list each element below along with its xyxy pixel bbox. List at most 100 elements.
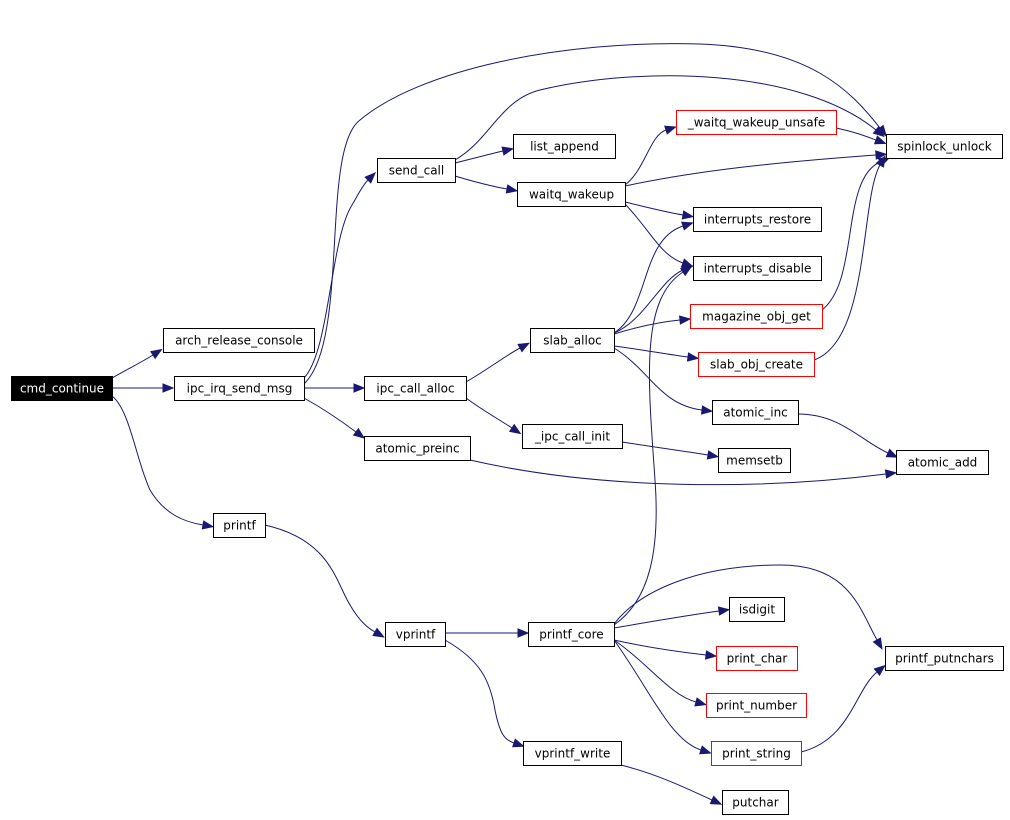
node-label: print_number	[716, 699, 797, 713]
arrowhead	[364, 171, 377, 184]
edges-layer	[111, 43, 899, 805]
arrowhead	[517, 628, 530, 638]
edge-line	[613, 639, 707, 656]
node-ipc-call-alloc[interactable]: ipc_call_alloc	[364, 376, 467, 401]
node-label: atomic_preinc	[375, 442, 459, 456]
nodes-layer: cmd_continue arch_release_console ipc_irq_…	[11, 110, 1004, 815]
edge-magazine_obj_get-to-spinlock_unlock	[821, 157, 891, 311]
edge-waitq_wakeup-to-interrupts_restore	[624, 201, 695, 220]
node--ipc-call-init[interactable]: _ipc_call_init	[522, 424, 623, 449]
edge-line	[624, 201, 684, 216]
node-box	[11, 376, 113, 401]
node-printf-core[interactable]: printf_core	[528, 622, 615, 647]
node-box	[523, 741, 622, 766]
arrowhead	[694, 697, 707, 707]
arrowhead	[353, 383, 366, 393]
node-arch-release-console[interactable]: arch_release_console	[163, 328, 315, 353]
edge-line	[264, 524, 376, 633]
node-slab-obj-create[interactable]: slab_obj_create	[698, 352, 815, 377]
arrowhead	[501, 146, 515, 156]
node-box	[706, 693, 807, 718]
edge-printf_core-to-print_char	[613, 639, 718, 660]
edge-vprintf-to-printf_core	[445, 628, 530, 638]
arrowhead	[679, 315, 692, 325]
edge-line	[613, 271, 684, 626]
node-label: atomic_add	[908, 456, 978, 470]
edge-line	[813, 164, 881, 361]
edge-vprintf_write-to-putchar	[620, 764, 723, 805]
edge-slab_alloc-to-magazine_obj_get	[613, 315, 692, 335]
edge-slab_alloc-to-interrupts_restore	[613, 221, 694, 334]
edge-line	[444, 639, 515, 744]
node-box	[712, 400, 799, 425]
node-box	[522, 424, 623, 449]
node-print-char[interactable]: print_char	[716, 646, 798, 671]
edge-waitq_wakeup-to-interrupts_disable	[624, 203, 694, 268]
node-interrupts-disable[interactable]: interrupts_disable	[693, 256, 822, 281]
node-box	[517, 182, 626, 207]
node-putchar[interactable]: putchar	[722, 790, 789, 815]
node-print-number[interactable]: print_number	[706, 693, 807, 718]
arrowhead	[372, 627, 385, 638]
node-vprintf[interactable]: vprintf	[385, 622, 446, 647]
edge-cmd_continue-to-printf	[111, 395, 215, 530]
arrowhead	[201, 520, 215, 530]
edge-line	[821, 161, 881, 311]
node-printf-putnchars[interactable]: printf_putnchars	[885, 646, 1004, 671]
node-box	[885, 646, 1004, 671]
node-label: printf_putnchars	[895, 652, 994, 666]
arrowhead	[875, 150, 888, 160]
node-ipc-irq-send-msg[interactable]: ipc_irq_send_msg	[174, 376, 305, 401]
node-label: waitq_wakeup	[529, 188, 614, 202]
arrowhead	[699, 745, 712, 755]
node-box	[528, 622, 615, 647]
node-magazine-obj-get[interactable]: magazine_obj_get	[690, 304, 823, 329]
edge-line	[613, 639, 702, 751]
edge-slab_alloc-to-slab_obj_create	[613, 345, 700, 362]
arrowhead	[700, 405, 714, 415]
node-spinlock-unlock[interactable]: spinlock_unlock	[886, 134, 1003, 159]
arrowhead	[884, 469, 898, 479]
edge-line	[303, 397, 357, 433]
node-label: magazine_obj_get	[702, 310, 811, 324]
edge-printf_core-to-printf_putnchars	[613, 564, 883, 650]
edge-ipc_irq_send_msg-to-send_call	[303, 171, 377, 379]
edge-cmd_continue-to-arch_release_console	[111, 348, 163, 379]
edge-printf-to-vprintf	[264, 524, 385, 638]
node-isdigit[interactable]: isdigit	[729, 597, 785, 622]
node-label: putchar	[732, 796, 778, 810]
node-print-string[interactable]: print_string	[711, 741, 802, 766]
arrowhead	[709, 795, 723, 805]
edge-line	[621, 441, 709, 456]
node-send-call[interactable]: send_call	[377, 158, 456, 183]
node-label: vprintf_write	[535, 747, 611, 761]
edge-line	[303, 179, 369, 379]
edge-send_call-to-spinlock_unlock	[454, 75, 885, 161]
edge-line	[465, 397, 513, 429]
node-atomic-add[interactable]: atomic_add	[896, 450, 989, 475]
edge-line	[469, 459, 887, 486]
node--waitq-wakeup-unsafe[interactable]: _waitq_wakeup_unsafe	[676, 110, 837, 135]
node-interrupts-restore[interactable]: interrupts_restore	[693, 207, 822, 232]
edge-line	[454, 175, 508, 190]
node-memsetb[interactable]: memsetb	[718, 448, 791, 473]
node-printf[interactable]: printf	[213, 513, 266, 538]
edge-_ipc_call_init-to-memsetb	[621, 441, 720, 460]
node-label: isdigit	[739, 603, 775, 617]
node-label: interrupts_restore	[704, 213, 811, 227]
arrowhead	[517, 342, 531, 353]
node-list-append[interactable]: list_append	[513, 134, 616, 159]
node-waitq-wakeup[interactable]: waitq_wakeup	[517, 182, 626, 207]
edge-line	[613, 347, 703, 411]
node-box	[886, 134, 1003, 159]
edge-ipc_irq_send_msg-to-ipc_call_alloc	[304, 383, 366, 393]
node-atomic-preinc[interactable]: atomic_preinc	[364, 436, 471, 461]
node-atomic-inc[interactable]: atomic_inc	[712, 400, 799, 425]
edge-line	[303, 43, 881, 385]
node-label: print_char	[727, 652, 788, 666]
node-vprintf-write[interactable]: vprintf_write	[523, 741, 622, 766]
node-cmd-continue[interactable]: cmd_continue	[11, 376, 113, 401]
edge-line	[613, 564, 878, 641]
node-slab-alloc[interactable]: slab_alloc	[530, 328, 615, 353]
edge-print_string-to-printf_putnchars	[800, 664, 886, 753]
